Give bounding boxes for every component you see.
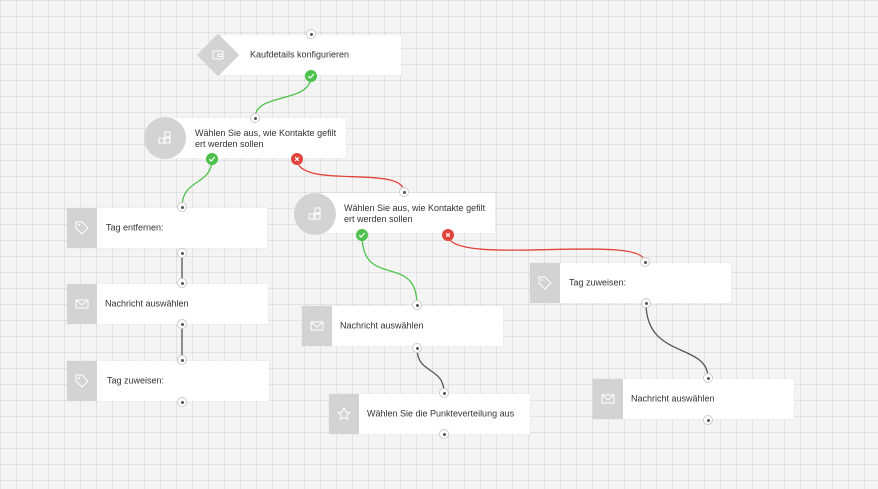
envelope-icon [601,394,615,404]
output-port[interactable] [177,397,187,407]
edge-n2-n6 [296,158,405,193]
input-port[interactable] [439,388,449,398]
envelope-icon [310,321,324,331]
filter-icon [158,131,171,144]
node-icon-box [530,263,560,303]
node-kaufdetails[interactable]: Kaufdetails konfigurieren [221,35,401,75]
output-port[interactable] [177,248,187,258]
node-filter-2-shape [294,193,336,235]
node-nachricht-3[interactable]: Nachricht auswählen [593,379,794,419]
node-tag-zuweisen-2[interactable]: Tag zuweisen: [530,263,731,303]
node-icon-box [593,379,623,419]
node-label: Wählen Sie aus, wie Kontakte gefilt ert … [195,128,337,149]
node-punkteverteilung[interactable]: Wählen Sie die Punkteverteilung aus [329,394,530,434]
input-port[interactable] [250,113,260,123]
envelope-icon [75,299,89,309]
input-port[interactable] [703,373,713,383]
input-port[interactable] [177,202,187,212]
no-output-badge[interactable] [291,153,303,165]
wallet-icon [212,50,224,60]
node-label: Nachricht auswählen [631,393,715,404]
check-icon [208,156,216,162]
node-icon-box [67,208,97,248]
edge-n7-n8 [416,347,445,394]
cross-icon [294,156,300,162]
node-nachricht-1[interactable]: Nachricht auswählen [67,284,268,324]
node-label: Wählen Sie die Punkteverteilung aus [367,408,515,419]
filter-icon [308,207,321,220]
yes-output-badge[interactable] [356,229,368,241]
node-tag-zuweisen-1[interactable]: Tag zuweisen: [67,361,269,401]
node-tag-entfernen[interactable]: Tag entfernen: [67,208,267,248]
tag-icon [75,221,89,235]
node-nachricht-2[interactable]: Nachricht auswählen [302,306,503,346]
no-output-badge[interactable] [442,229,454,241]
edge-n2-n3 [181,158,213,208]
node-filter-1[interactable]: Wählen Sie aus, wie Kontakte gefilt ert … [168,118,346,158]
node-label: Tag zuweisen: [569,277,627,288]
output-port[interactable] [641,298,651,308]
edge-n6-n7 [361,234,418,306]
node-label: Nachricht auswählen [105,298,189,309]
yes-output-badge[interactable] [305,70,317,82]
tag-icon [538,276,552,290]
node-label: Tag zuweisen: [107,375,165,386]
node-label: Nachricht auswählen [340,320,424,331]
star-icon [337,407,351,421]
input-port[interactable] [177,355,187,365]
check-icon [358,232,366,238]
output-port[interactable] [703,415,713,425]
node-filter-2[interactable]: Wählen Sie aus, wie Kontakte gefilt ert … [318,193,495,233]
output-port[interactable] [439,429,449,439]
tag-icon [75,374,89,388]
node-icon-box [302,306,332,346]
cross-icon [445,232,451,238]
node-label: Tag entfernen: [106,222,164,233]
edge-n1-n2 [254,75,312,119]
input-port[interactable] [412,300,422,310]
input-port[interactable] [177,278,187,288]
yes-output-badge[interactable] [206,153,218,165]
node-icon-box [67,361,97,401]
check-icon [307,73,315,79]
input-port[interactable] [640,257,650,267]
input-port[interactable] [306,29,316,39]
output-port[interactable] [177,319,187,329]
input-port[interactable] [399,187,409,197]
node-label: Wählen Sie aus, wie Kontakte gefilt ert … [344,203,486,224]
node-icon-box [329,394,359,434]
node-icon-box [67,284,97,324]
edge-n9-n10 [645,302,709,379]
node-label: Kaufdetails konfigurieren [250,49,350,60]
output-port[interactable] [412,343,422,353]
edge-n6-n9 [447,234,646,263]
node-filter-1-shape [144,117,186,159]
